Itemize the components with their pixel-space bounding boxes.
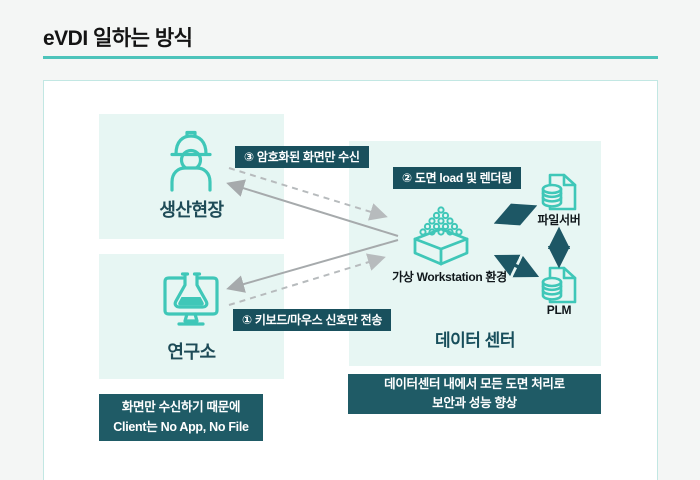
title-underline	[43, 56, 658, 59]
step1-badge: ① 키보드/마우스 신호만 전송	[233, 309, 392, 331]
diagram-card: 생산현장 연구소 ② 도면 load 및 렌더링	[43, 80, 658, 480]
production-site-label: 생산현장	[159, 200, 224, 220]
research-lab-label: 연구소	[167, 342, 216, 362]
client-note-box: 화면만 수신하기 때문에 Client는 No App, No File	[99, 394, 263, 441]
workstation-caption: 가상 Workstation 환경	[392, 270, 507, 284]
production-site-box: 생산현장	[99, 114, 284, 239]
data-center-label: 데이터 센터	[435, 331, 515, 350]
workstation-box-icon	[413, 206, 469, 266]
client-note-line2: Client는 No App, No File	[113, 419, 249, 434]
datacenter-note-line1: 데이터센터 내에서 모든 도면 처리로	[384, 376, 565, 391]
plm-caption: PLM	[546, 303, 572, 317]
step2-badge: ② 도면 load 및 렌더링	[393, 167, 521, 189]
data-center-box: ② 도면 load 및 렌더링 가상 Workstation 환경	[349, 141, 601, 366]
file-database-icon	[541, 173, 577, 211]
fileserver-caption: 파일서버	[537, 213, 581, 227]
datacenter-note-box: 데이터센터 내에서 모든 도면 처리로 보안과 성능 향상	[348, 374, 601, 414]
worker-icon	[170, 130, 212, 192]
client-note-line1: 화면만 수신하기 때문에	[121, 400, 241, 415]
monitor-flask-icon	[163, 272, 219, 326]
datacenter-note-line2: 보안과 성능 향상	[432, 396, 517, 410]
page-title: eVDI 일하는 방식	[43, 27, 193, 50]
step3-badge: ③ 암호화된 화면만 수신	[235, 146, 369, 168]
file-database-icon	[541, 266, 577, 304]
